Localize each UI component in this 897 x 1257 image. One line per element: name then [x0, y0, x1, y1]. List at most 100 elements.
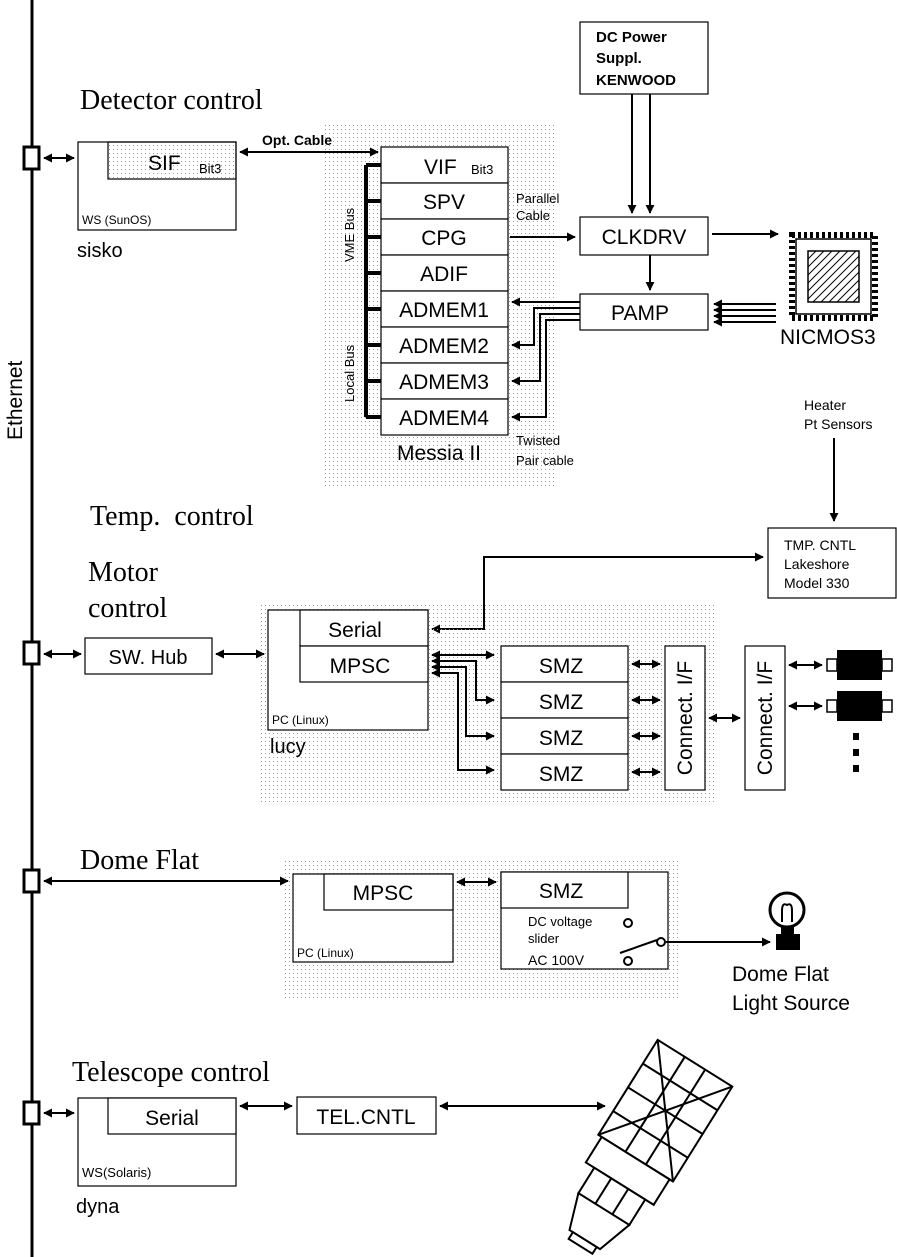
- section-detector-control: Detector control: [80, 85, 263, 116]
- cpg-label: CPG: [421, 227, 467, 250]
- admem2-board: [380, 326, 509, 364]
- light-bulb-icon: [768, 891, 806, 950]
- motor-icon: [826, 691, 893, 721]
- smz-label: SMZ: [539, 763, 584, 786]
- pc-linux-label: PC (Linux): [272, 713, 329, 727]
- ethernet-port-dome: [22, 868, 41, 894]
- smz-label: SMZ: [539, 655, 584, 678]
- psu-label-1: DC Power: [596, 29, 667, 46]
- smz-box: [500, 645, 629, 683]
- adif-label: ADIF: [420, 263, 468, 286]
- parallel-cable-label-2: Cable: [516, 208, 550, 223]
- dome-pc-label: PC (Linux): [297, 946, 354, 960]
- connect-if-box-2: [744, 645, 786, 791]
- twisted-pair-label-2: Pair cable: [516, 453, 574, 468]
- admem1-label: ADMEM1: [399, 299, 489, 322]
- dc-voltage-label: DC voltage: [528, 914, 592, 929]
- sif-label: SIF: [148, 152, 181, 175]
- ws-sunos-label: WS (SunOS): [82, 213, 151, 227]
- smz-box: [500, 717, 629, 755]
- messia-label: Messia II: [397, 442, 481, 465]
- psu-label-3: KENWOOD: [596, 72, 676, 89]
- connect-if-label-2: Connect. I/F: [754, 661, 777, 775]
- dc-power-supply-box: [579, 21, 709, 95]
- mpsc-label: MPSC: [330, 655, 391, 678]
- admem3-label: ADMEM3: [399, 371, 489, 394]
- section-motor-control-line2: control: [88, 593, 168, 624]
- links-nicmos-pamp: [713, 299, 776, 327]
- pt-sensors-label: Pt Sensors: [804, 416, 872, 432]
- vif-label: VIF: [424, 156, 457, 179]
- tmp-cntl-label-3: Model 330: [784, 575, 850, 591]
- dome-smz-card: [500, 871, 629, 909]
- dyna-host-label: dyna: [76, 1196, 120, 1218]
- slider-label: slider: [528, 931, 560, 946]
- tel-cntl-box: [296, 1096, 437, 1135]
- vif-board: [380, 146, 509, 184]
- clkdrv-label: CLKDRV: [602, 226, 687, 249]
- local-bus-label: Local Bus: [342, 344, 357, 402]
- mpsc-card: [299, 645, 429, 683]
- lucy-host-label: lucy: [270, 736, 306, 758]
- messia-board-stack: [380, 146, 509, 436]
- ethernet-label: Ethernet: [4, 360, 27, 440]
- connect-if-box-1: [664, 645, 706, 791]
- clkdrv-box: [579, 216, 709, 256]
- smz-label: SMZ: [539, 691, 584, 714]
- tmp-cntl-box: [767, 527, 897, 599]
- psu-label-2: Suppl.: [596, 50, 642, 67]
- ellipsis-icon: [853, 733, 859, 772]
- section-temp-control: Temp. control: [90, 501, 254, 532]
- nicmos3-chip-icon: [789, 232, 878, 321]
- admem3-board: [380, 362, 509, 400]
- pamp-label: PAMP: [611, 302, 669, 325]
- links-smz-connect: [631, 659, 661, 777]
- smz-label: SMZ: [539, 727, 584, 750]
- links-mpsc-smz: [431, 650, 495, 775]
- tel-cntl-label: TEL.CNTL: [316, 1106, 415, 1129]
- serial-card: [299, 609, 429, 647]
- heater-label: Heater: [804, 397, 846, 413]
- admem1-board: [380, 290, 509, 328]
- sif-bit3-label: Bit3: [199, 161, 221, 176]
- nicmos3-label: NICMOS3: [780, 326, 876, 349]
- opt-cable-label: Opt. Cable: [262, 132, 332, 148]
- tmp-cntl-label-2: Lakeshore: [784, 556, 850, 572]
- sw-hub-label: SW. Hub: [109, 647, 188, 669]
- serial-label: Serial: [328, 619, 382, 642]
- connect-if-label-1: Connect. I/F: [674, 661, 697, 775]
- dome-mpsc-label: MPSC: [353, 882, 414, 905]
- section-telescope-control: Telescope control: [72, 1057, 270, 1088]
- ws-solaris-label: WS(Solaris): [82, 1165, 151, 1180]
- sisko-host-label: sisko: [77, 240, 123, 262]
- smz-stack: [500, 645, 629, 791]
- parallel-cable-label-1: Parallel: [516, 191, 559, 206]
- ac-100v-label: AC 100V: [528, 952, 585, 968]
- spv-label: SPV: [423, 191, 465, 214]
- dome-flat-light-label-2: Light Source: [732, 992, 850, 1015]
- vme-bus: [364, 163, 381, 275]
- vif-bit3-label: Bit3: [471, 162, 493, 177]
- dome-mpsc-card: [323, 873, 454, 911]
- dome-smz-label: SMZ: [539, 880, 584, 903]
- admem4-board: [380, 398, 509, 436]
- smz-box: [500, 681, 629, 719]
- local-bus: [364, 273, 381, 419]
- dome-flat-light-label-1: Dome Flat: [732, 963, 829, 986]
- sw-hub-box: [84, 637, 213, 675]
- tel-serial-label: Serial: [145, 1107, 199, 1130]
- smz-box: [500, 753, 629, 791]
- switch-icon: [619, 918, 666, 966]
- tel-serial-card: [107, 1097, 237, 1135]
- section-dome-flat: Dome Flat: [80, 845, 199, 876]
- tmp-cntl-label-1: TMP. CNTL: [784, 537, 856, 553]
- admem2-label: ADMEM2: [399, 335, 489, 358]
- sif-board: [107, 141, 237, 180]
- telescope-icon: [567, 1038, 734, 1256]
- motor-icon: [826, 650, 893, 680]
- ethernet-port-detector: [22, 145, 41, 171]
- vme-bus-label: VME Bus: [342, 207, 357, 262]
- ethernet-port-telescope: [22, 1100, 41, 1126]
- twisted-pair-label-1: Twisted: [516, 433, 560, 448]
